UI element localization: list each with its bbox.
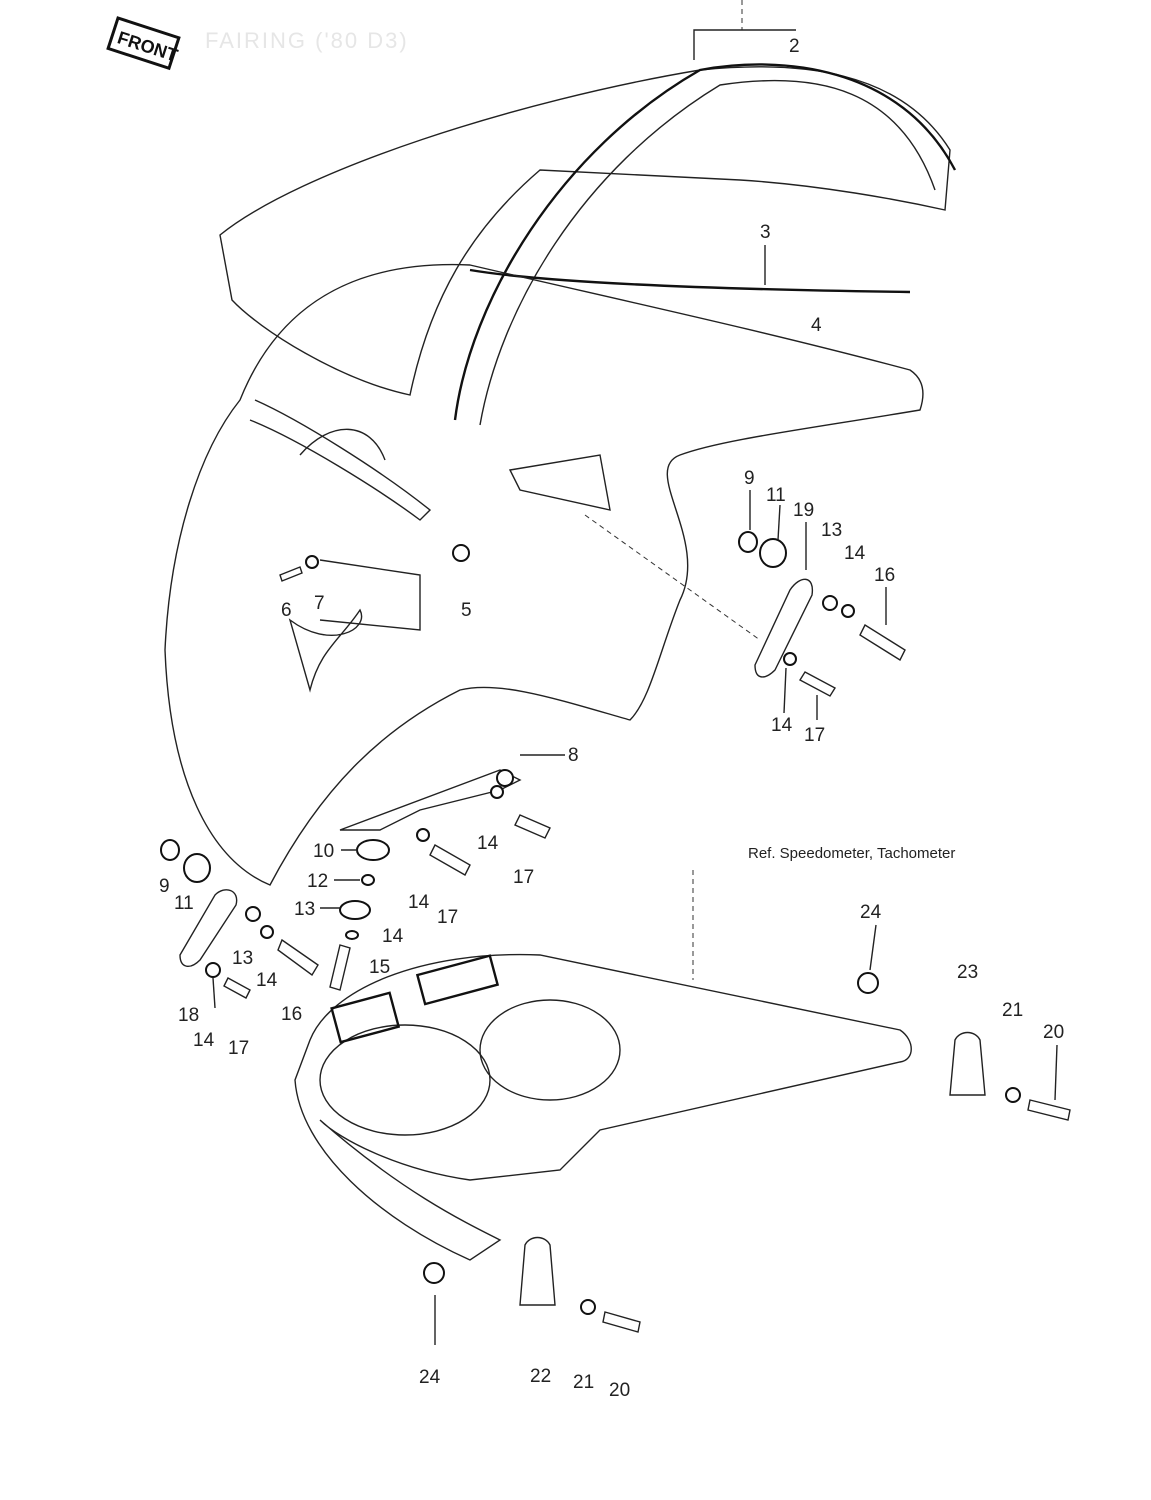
leader-lines bbox=[212, 490, 1058, 1345]
callout-23: 23 bbox=[957, 962, 978, 983]
callout-11: 11 bbox=[174, 893, 194, 914]
callout-13: 13 bbox=[294, 899, 315, 920]
callout-14: 14 bbox=[256, 970, 278, 991]
diagram-title: FAIRING ('80 D3) bbox=[205, 28, 409, 53]
callout-9: 9 bbox=[744, 468, 755, 489]
callout-21: 21 bbox=[573, 1372, 594, 1393]
callout-17: 17 bbox=[228, 1038, 249, 1059]
callout-13: 13 bbox=[232, 948, 253, 969]
callout-11: 11 bbox=[766, 485, 786, 506]
callout-5: 5 bbox=[461, 600, 472, 621]
windshield-trim bbox=[453, 63, 957, 421]
callout-16: 16 bbox=[281, 1004, 302, 1025]
lower-hardware bbox=[423, 972, 1071, 1333]
callout-8: 8 bbox=[568, 745, 579, 766]
callout-14: 14 bbox=[844, 543, 866, 564]
callout-22: 22 bbox=[530, 1366, 551, 1387]
callout-6: 6 bbox=[281, 600, 292, 621]
instrument-panel bbox=[294, 953, 912, 1261]
callout-24: 24 bbox=[419, 1367, 441, 1388]
callout-10: 10 bbox=[313, 841, 334, 862]
callout-20: 20 bbox=[609, 1380, 630, 1401]
callout-3: 3 bbox=[760, 222, 771, 243]
callout-24: 24 bbox=[860, 902, 882, 923]
windshield bbox=[219, 66, 951, 396]
callout-17: 17 bbox=[437, 907, 458, 928]
bracket bbox=[339, 769, 522, 831]
front-badge: FRONT bbox=[106, 16, 181, 71]
callout-16: 16 bbox=[874, 565, 895, 586]
callout-14: 14 bbox=[408, 892, 430, 913]
callout-14: 14 bbox=[382, 926, 404, 947]
callout-18: 18 bbox=[178, 1005, 199, 1026]
reference-note: Ref. Speedometer, Tachometer bbox=[748, 845, 956, 862]
callout-labels: 2 3 4 9 11 19 13 14 16 6 7 5 14 17 8 14 … bbox=[159, 36, 1064, 1401]
trim-strip bbox=[469, 268, 911, 294]
callout-2: 2 bbox=[789, 36, 800, 57]
callout-20: 20 bbox=[1043, 1022, 1064, 1043]
right-mount-hardware bbox=[279, 531, 906, 697]
callout-19: 19 bbox=[793, 500, 814, 521]
callout-17: 17 bbox=[513, 867, 534, 888]
callout-12: 12 bbox=[307, 871, 328, 892]
callout-14: 14 bbox=[193, 1030, 215, 1051]
callout-4: 4 bbox=[811, 315, 822, 336]
callout-21: 21 bbox=[1002, 1000, 1023, 1021]
center-hardware bbox=[329, 785, 551, 991]
callout-14: 14 bbox=[771, 715, 793, 736]
callout-15: 15 bbox=[369, 957, 390, 978]
upper-fairing bbox=[164, 263, 924, 886]
callout-13: 13 bbox=[821, 520, 842, 541]
callout-17: 17 bbox=[804, 725, 825, 746]
left-mount-hardware bbox=[160, 839, 319, 999]
callout-9: 9 bbox=[159, 876, 170, 897]
callout-14: 14 bbox=[477, 833, 499, 854]
callout-7: 7 bbox=[314, 593, 325, 614]
